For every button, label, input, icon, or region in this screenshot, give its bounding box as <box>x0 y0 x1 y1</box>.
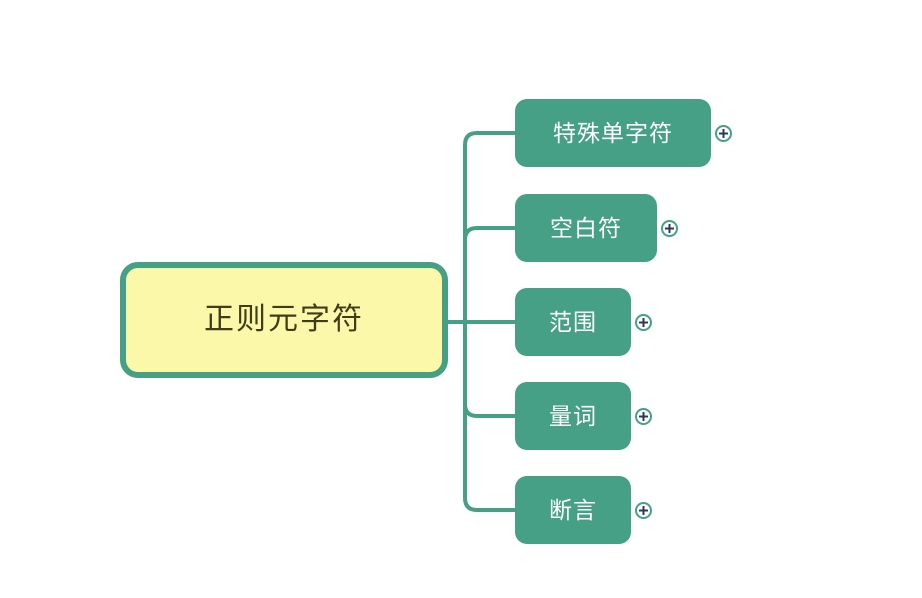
mindmap-node-label: 断言 <box>549 496 597 523</box>
mindmap-root-node[interactable]: 正则元字符 <box>120 262 448 378</box>
plus-circle-icon[interactable] <box>661 220 678 237</box>
mindmap-root-label: 正则元字符 <box>204 303 364 336</box>
mindmap-node-label: 特殊单字符 <box>553 119 673 146</box>
connector-branch-1 <box>463 131 515 146</box>
mindmap-node-label: 范围 <box>549 308 597 335</box>
plus-glyph <box>639 412 648 421</box>
mindmap-node-whitespace[interactable]: 空白符 <box>515 194 657 262</box>
connector-branch-5 <box>463 497 515 512</box>
plus-circle-icon[interactable] <box>715 125 732 142</box>
plus-glyph <box>665 224 674 233</box>
plus-circle-icon[interactable] <box>635 314 652 331</box>
connector-branch-2 <box>463 226 515 241</box>
mindmap-node-special-single-char[interactable]: 特殊单字符 <box>515 99 711 167</box>
plus-circle-icon[interactable] <box>635 502 652 519</box>
mindmap-node-assertion[interactable]: 断言 <box>515 476 631 544</box>
mindmap-node-label: 量词 <box>549 402 597 429</box>
plus-glyph <box>719 129 728 138</box>
connector-branch-4 <box>463 403 515 418</box>
mindmap-node-range[interactable]: 范围 <box>515 288 631 356</box>
mindmap-node-quantifier[interactable]: 量词 <box>515 382 631 450</box>
plus-glyph <box>639 506 648 515</box>
plus-circle-icon[interactable] <box>635 408 652 425</box>
mindmap-node-label: 空白符 <box>550 214 622 241</box>
plus-glyph <box>639 318 648 327</box>
